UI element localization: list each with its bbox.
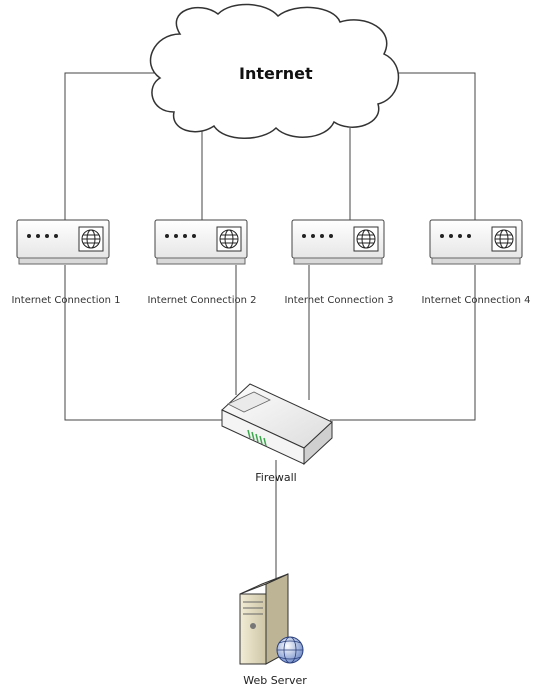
- connector-lines: [64, 72, 476, 585]
- modem-icon: [291, 219, 385, 265]
- modem-icon: [429, 219, 523, 265]
- link-modem-4-firewall: [330, 265, 476, 421]
- connection-label-3: Internet Connection 3: [284, 295, 394, 306]
- cloud-icon: [149, 3, 400, 139]
- connection-label-1: Internet Connection 1: [11, 295, 121, 306]
- firewall-label: Firewall: [255, 471, 297, 484]
- connection-label-4: Internet Connection 4: [421, 295, 531, 306]
- web-server-icon: [239, 573, 304, 665]
- link-cloud-modem-4: [392, 72, 476, 221]
- modem-icon: [16, 219, 110, 265]
- link-modem-1-firewall: [64, 265, 230, 421]
- cloud-label: Internet: [239, 64, 313, 83]
- modem-icon: [154, 219, 248, 265]
- link-cloud-modem-1: [64, 72, 160, 221]
- firewall-icon: [221, 383, 333, 466]
- connection-label-2: Internet Connection 2: [147, 295, 257, 306]
- server-label: Web Server: [243, 674, 307, 687]
